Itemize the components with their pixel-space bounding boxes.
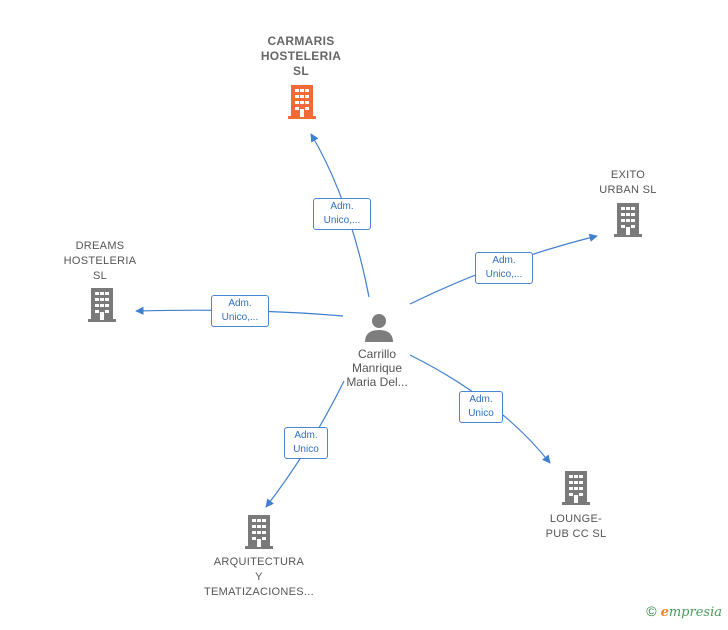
building-icon-carmaris[interactable] [286,84,318,120]
copyright-symbol: © [646,603,657,619]
building-icon-dreams[interactable] [86,287,118,323]
person-label[interactable]: Carrillo Manrique Maria Del... [346,347,408,389]
person-icon[interactable] [363,311,395,343]
edge-label-dreams[interactable]: Adm. Unico,... [211,295,269,327]
edge-label-carmaris[interactable]: Adm. Unico,... [313,198,371,230]
edge-label-exito[interactable]: Adm. Unico,... [475,252,533,284]
company-label-carmaris[interactable]: CARMARIS HOSTELERIA SL [260,34,342,78]
edge-label-lounge[interactable]: Adm. Unico [459,391,503,423]
brand-footer: ©empresia [646,603,722,620]
company-label-dreams[interactable]: DREAMS HOSTELERIA SL [63,240,137,282]
building-icon-arquitectura[interactable] [243,514,275,550]
building-icon-lounge[interactable] [560,470,592,506]
company-label-exito[interactable]: EXITO URBAN SL [599,169,657,196]
company-label-lounge[interactable]: LOUNGE- PUB CC SL [545,513,607,540]
building-icon-exito[interactable] [612,202,644,238]
edge-label-arquitectura[interactable]: Adm. Unico [284,427,328,459]
brand-name: mpresia [668,605,722,620]
brand-initial: e [660,605,669,620]
company-label-arquitectura[interactable]: ARQUITECTURA Y TEMATIZACIONES... [203,556,314,598]
